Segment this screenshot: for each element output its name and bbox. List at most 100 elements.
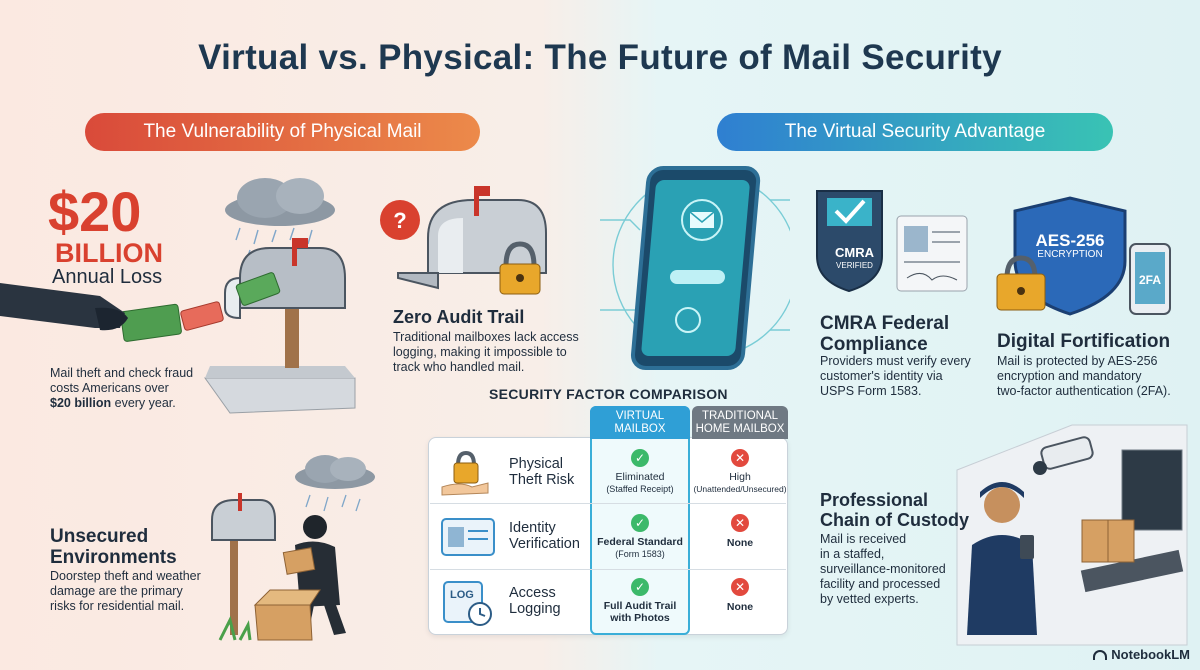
- cell-main: Full Audit Trail: [603, 600, 677, 612]
- virtual-column-header: VIRTUAL MAILBOX: [590, 406, 690, 439]
- unsecured-desc-line: Doorstep theft and weather: [50, 569, 201, 583]
- padlock-icon: [499, 241, 541, 295]
- cmra-description: Providers must verify every customer's i…: [820, 354, 971, 399]
- custody-heading-line: Chain of Custody: [820, 510, 969, 530]
- audit-desc-line: Traditional mailboxes lack access: [393, 330, 579, 344]
- shield-subtitle: ENCRYPTION: [1037, 249, 1103, 260]
- fortification-desc-line: Mail is protected by AES-256: [997, 354, 1158, 368]
- cmra-desc-line: customer's identity via: [820, 369, 943, 383]
- unsecured-desc-line: damage are the primary: [50, 584, 183, 598]
- cell-main: High: [729, 471, 751, 483]
- fortification-heading: Digital Fortification: [997, 331, 1171, 352]
- cmra-badge-illustration: [816, 190, 968, 293]
- notebooklm-icon: [1093, 649, 1108, 660]
- physical-banner: The Vulnerability of Physical Mail: [85, 113, 480, 151]
- smartphone-icon: [1129, 243, 1171, 315]
- unsecured-heading-line: Environments: [50, 547, 177, 568]
- loss-amount: $20: [48, 180, 142, 243]
- row-label-identity: Identity Verification: [509, 520, 580, 552]
- lock-hand-icon: [441, 450, 489, 496]
- cmra-badge-text: CMRA VERIFIED: [817, 246, 892, 272]
- unsecured-heading: Unsecured Environments: [50, 526, 177, 568]
- custody-heading-line: Professional: [820, 490, 929, 510]
- cmra-desc-line: USPS Form 1583.: [820, 384, 922, 398]
- row-divider: [430, 503, 786, 504]
- virtual-banner: The Virtual Security Advantage: [717, 113, 1113, 151]
- shield-title: AES-256: [1035, 231, 1105, 250]
- cross-icon: ✕: [731, 578, 749, 596]
- audit-heading: Zero Audit Trail: [393, 307, 525, 327]
- cell-main: Eliminated: [615, 471, 665, 483]
- scanner-icon: [1020, 535, 1034, 559]
- porch-thief-illustration: [211, 455, 375, 641]
- virtual-logging-value: Full Audit Trail with Photos: [590, 600, 690, 624]
- custody-heading: Professional Chain of Custody: [820, 490, 969, 530]
- cmra-badge-subtitle: VERIFIED: [836, 261, 873, 270]
- check-icon: ✓: [631, 449, 649, 467]
- rain-cloud-icon: [295, 455, 375, 512]
- loss-desc-line: $20 billion every year.: [50, 396, 193, 411]
- cell-sub: (Staffed Receipt): [606, 484, 674, 494]
- log-text: LOG: [450, 589, 474, 601]
- row-label-line: Theft Risk: [509, 472, 575, 488]
- custody-desc-line: Mail is received: [820, 532, 907, 546]
- cell-main: Federal Standard: [597, 536, 683, 548]
- unsecured-heading-line: Unsecured: [50, 526, 149, 547]
- traditional-header-line: HOME MAILBOX: [695, 423, 785, 435]
- cell-sub: with Photos: [610, 612, 670, 624]
- custody-description: Mail is received in a staffed, surveilla…: [820, 532, 946, 607]
- check-icon: ✓: [631, 578, 649, 596]
- comparison-title: SECURITY FACTOR COMPARISON: [489, 386, 728, 402]
- audit-desc-line: logging, making it impossible to: [393, 345, 567, 359]
- virtual-theft-value: Eliminated (Staffed Receipt): [590, 471, 690, 495]
- cmra-desc-line: Providers must verify every: [820, 354, 971, 368]
- security-officer-icon: [967, 482, 1037, 635]
- mail-envelope-icon: [681, 199, 723, 241]
- page-title: Virtual vs. Physical: The Future of Mail…: [198, 38, 1002, 77]
- cross-icon: ✕: [731, 449, 749, 467]
- custody-desc-line: in a staffed,: [820, 547, 885, 561]
- cmra-badge-title: CMRA: [835, 245, 874, 260]
- audit-description: Traditional mailboxes lack access loggin…: [393, 330, 579, 375]
- custody-desc-line: facility and processed: [820, 577, 941, 591]
- fortification-desc-line: encryption and mandatory: [997, 369, 1142, 383]
- open-box-icon: [253, 589, 321, 641]
- mailbox-theft-illustration: [0, 178, 356, 414]
- encryption-shield-illustration: [996, 196, 1171, 316]
- brand-name: NotebookLM: [1111, 647, 1190, 662]
- shield-text: AES-256 ENCRYPTION: [1015, 231, 1125, 262]
- unsecured-desc-line: risks for residential mail.: [50, 599, 185, 613]
- package-icon: [1081, 519, 1135, 563]
- row-label-line: Logging: [509, 601, 561, 617]
- loss-desc-line: Mail theft and check fraud: [50, 366, 194, 380]
- checkmark-icon: [834, 199, 866, 224]
- cmra-heading-line: CMRA Federal: [820, 313, 950, 334]
- row-label-line: Physical: [509, 456, 563, 472]
- storm-cloud-icon: [225, 178, 335, 265]
- check-icon: ✓: [631, 514, 649, 532]
- question-mark-icon: ?: [380, 200, 420, 240]
- open-mailbox-illustration: ?: [380, 186, 547, 295]
- cell-sub: (Unattended/Unsecured): [693, 484, 787, 494]
- secure-phone-illustration: [600, 166, 790, 370]
- loss-desc-tail: every year.: [111, 396, 176, 410]
- id-card-icon: [441, 518, 495, 556]
- secure-facility-illustration: [956, 424, 1188, 646]
- row-label-theft: Physical Theft Risk: [509, 456, 574, 488]
- security-camera-icon: [1033, 436, 1094, 475]
- cell-sub: (Form 1583): [615, 549, 665, 559]
- 2fa-label: 2FA: [1138, 273, 1161, 287]
- virtual-identity-value: Federal Standard (Form 1583): [590, 536, 690, 560]
- virtual-header-line: MAILBOX: [614, 423, 666, 435]
- row-label-line: Identity: [509, 520, 556, 536]
- fortification-description: Mail is protected by AES-256 encryption …: [997, 354, 1171, 399]
- traditional-logging-value: None: [726, 601, 754, 613]
- traditional-theft-value: High (Unattended/Unsecured): [690, 471, 790, 495]
- loss-desc-line: costs Americans over: [50, 381, 169, 395]
- loss-label: Annual Loss: [52, 266, 163, 288]
- loss-highlight: $20 billion: [50, 396, 112, 410]
- audit-desc-line: track who handled mail.: [393, 360, 525, 374]
- brand-logo: NotebookLM: [1093, 647, 1190, 662]
- loss-unit: BILLION: [55, 238, 163, 268]
- traditional-header-line: TRADITIONAL: [701, 410, 779, 422]
